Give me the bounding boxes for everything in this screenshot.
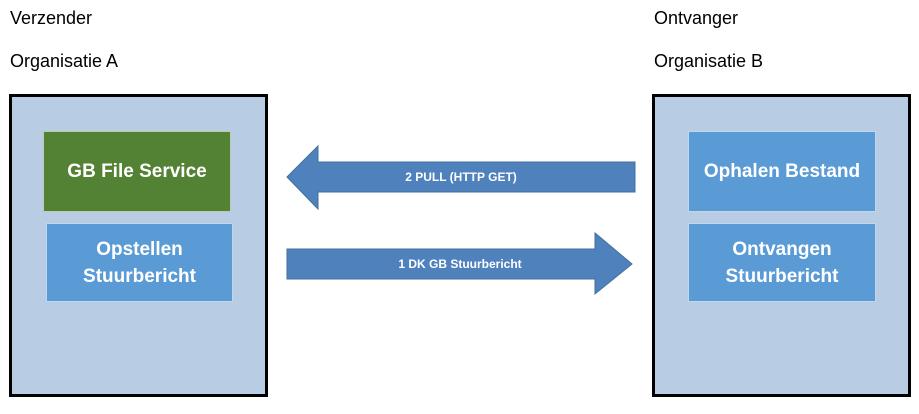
pull-arrow-label: 2 PULL (HTTP GET) <box>405 170 517 184</box>
pull-arrow: 2 PULL (HTTP GET) <box>286 144 636 211</box>
pull-arrow-shape <box>286 144 636 211</box>
message-arrow-label: 1 DK GB Stuurbericht <box>398 257 521 271</box>
ontvangen-stuurbericht-label: Ontvangen Stuurbericht <box>725 238 839 287</box>
ophalen-bestand-block: Ophalen Bestand <box>688 131 876 212</box>
message-arrow: 1 DK GB Stuurbericht <box>286 231 633 296</box>
opstellen-stuurbericht-block: Opstellen Stuurbericht <box>46 223 233 302</box>
opstellen-stuurbericht-label: Opstellen Stuurbericht <box>83 238 196 287</box>
ontvangen-stuurbericht-block: Ontvangen Stuurbericht <box>688 223 876 302</box>
gb-file-service-block: GB File Service <box>43 131 231 212</box>
sender-organisation: Organisatie A <box>10 51 119 71</box>
message-arrow-shape <box>286 231 633 296</box>
receiver-title: Ontvanger <box>654 8 739 28</box>
gb-file-service-label: GB File Service <box>67 161 207 182</box>
sender-title: Verzender <box>10 8 93 28</box>
receiver-organisation: Organisatie B <box>654 51 764 71</box>
ophalen-bestand-label: Ophalen Bestand <box>703 161 861 182</box>
